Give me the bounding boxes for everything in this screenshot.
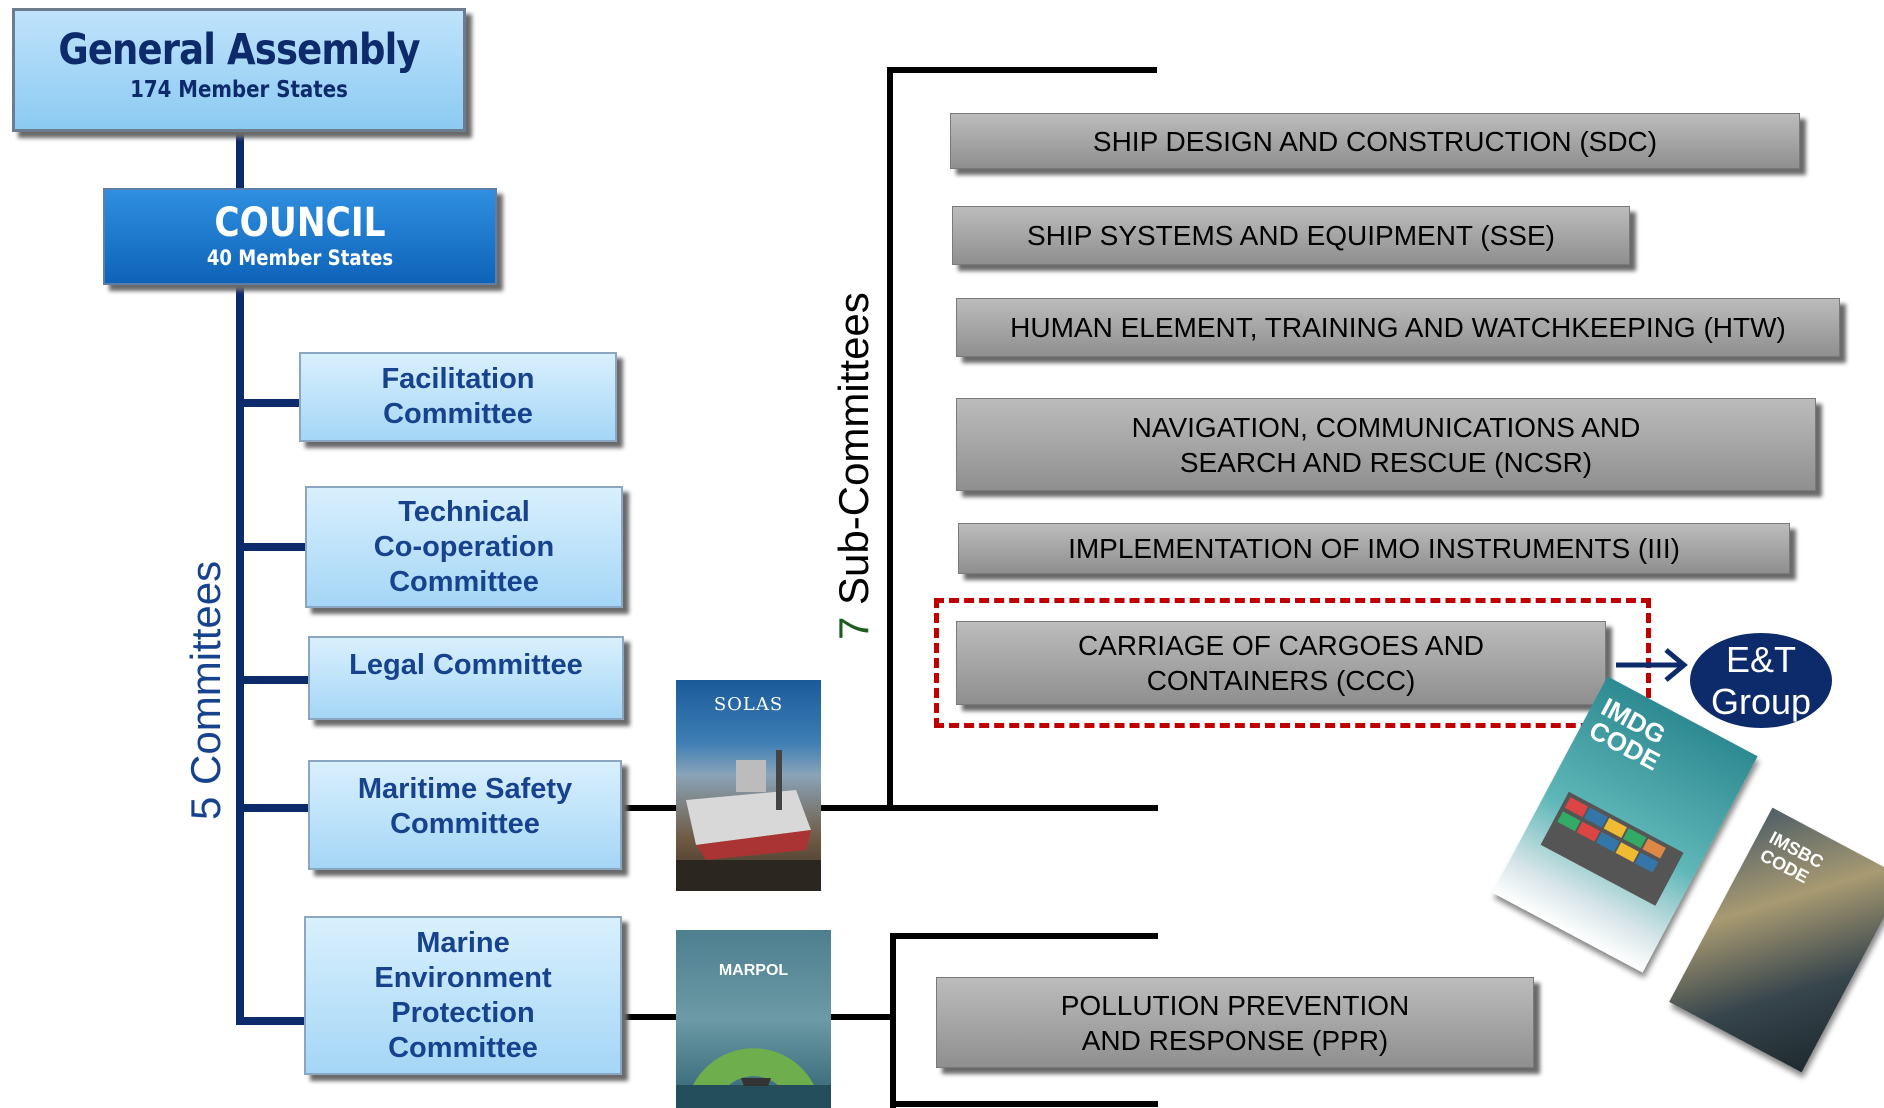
msc-to-solas-line <box>624 805 679 811</box>
marpol-arc-icon <box>676 1048 831 1108</box>
subcommittees-count: 7 <box>830 616 877 640</box>
marine-environment-protection-committee-box: Marine Environment Protection Committee <box>304 916 622 1075</box>
general-assembly-box: General Assembly 174 Member States <box>12 8 466 132</box>
ppr-bracket-vertical <box>890 933 896 1108</box>
ppr-bracket-top <box>890 933 1158 939</box>
ncsr-label-line-2: SEARCH AND RESCUE (NCSR) <box>1179 446 1593 478</box>
technical-cooperation-committee-box: Technical Co-operation Committee <box>305 486 623 608</box>
technical-committee-line-2: Co-operation <box>373 530 555 563</box>
committees-trunk-line <box>236 282 244 1025</box>
council-subtitle: 40 Member States <box>206 246 394 270</box>
maritime-safety-committee-box: Maritime Safety Committee <box>308 760 622 870</box>
ccc-to-et-arrow-icon <box>1616 648 1688 682</box>
committees-count: 5 <box>182 796 229 820</box>
facilitation-committee-line-1: Facilitation <box>381 363 535 395</box>
subcommittee-sse-box: SHIP SYSTEMS AND EQUIPMENT (SSE) <box>952 206 1630 265</box>
general-assembly-title: General Assembly <box>58 25 420 75</box>
imdg-book-cover: IMDG CODE <box>1492 676 1758 973</box>
container-ship-icon <box>1540 791 1684 906</box>
ship-icon <box>676 750 821 891</box>
branch-legal <box>236 676 308 684</box>
technical-committee-line-1: Technical <box>398 495 530 528</box>
ppr-bracket-bottom <box>890 1101 1158 1107</box>
technical-committee-line-3: Committee <box>389 565 539 598</box>
committees-label: Committees <box>182 560 229 785</box>
ccc-label-line-1: CARRIAGE OF CARGOES AND <box>1077 630 1485 661</box>
subcommittee-sdc-box: SHIP DESIGN AND CONSTRUCTION (SDC) <box>950 113 1800 169</box>
subcommittee-ncsr-box: NAVIGATION, COMMUNICATIONS AND SEARCH AN… <box>956 398 1816 491</box>
sdc-label: SHIP DESIGN AND CONSTRUCTION (SDC) <box>1092 125 1658 157</box>
mepc-line-3: Protection <box>391 996 535 1029</box>
branch-technical <box>236 543 306 551</box>
solas-to-subcommittees-line <box>820 805 1158 811</box>
ncsr-label-line-1: NAVIGATION, COMMUNICATIONS AND <box>1131 411 1641 443</box>
msc-line-1: Maritime Safety <box>357 773 573 805</box>
subcommittee-ccc-box: CARRIAGE OF CARGOES AND CONTAINERS (CCC) <box>956 621 1606 705</box>
subcommittees-label: Sub-Committees <box>830 292 877 605</box>
et-group-bubble: E&T Group <box>1690 633 1832 728</box>
subcommittee-iii-box: IMPLEMENTATION OF IMO INSTRUMENTS (III) <box>958 523 1790 574</box>
mepc-line-2: Environment <box>374 961 552 994</box>
imdg-cover-title: IMDG CODE <box>1584 691 1671 777</box>
council-title: COUNCIL <box>214 200 386 246</box>
branch-msc <box>236 804 308 812</box>
iii-label: IMPLEMENTATION OF IMO INSTRUMENTS (III) <box>1068 533 1680 564</box>
facilitation-committee-line-2: Committee <box>383 398 533 430</box>
committees-count-label: 5 Committees <box>182 561 230 820</box>
marpol-book-cover: MARPOL <box>676 930 831 1108</box>
marpol-cover-title: MARPOL <box>718 962 789 979</box>
et-group-line-2: Group <box>1710 680 1812 722</box>
mepc-to-marpol-line <box>624 1014 679 1020</box>
subcommittees-bracket-top <box>887 67 1157 73</box>
branch-facilitation <box>236 399 300 407</box>
ppr-label-line-2: AND RESPONSE (PPR) <box>1081 1024 1389 1056</box>
msc-line-2: Committee <box>390 808 540 840</box>
sse-label: SHIP SYSTEMS AND EQUIPMENT (SSE) <box>1027 220 1555 251</box>
marpol-to-ppr-line <box>830 1014 892 1020</box>
htw-label: HUMAN ELEMENT, TRAINING AND WATCHKEEPING… <box>1010 312 1786 343</box>
subcommittee-htw-box: HUMAN ELEMENT, TRAINING AND WATCHKEEPING… <box>956 298 1840 357</box>
facilitation-committee-box: Facilitation Committee <box>299 352 617 442</box>
subcommittee-ppr-box: POLLUTION PREVENTION AND RESPONSE (PPR) <box>936 977 1534 1068</box>
imsbc-cover-title: IMSBC CODE <box>1756 827 1827 888</box>
ppr-label-line-1: POLLUTION PREVENTION <box>1060 989 1410 1021</box>
ga-council-connector <box>236 128 244 190</box>
council-box: COUNCIL 40 Member States <box>103 188 497 285</box>
branch-mepc <box>236 1017 306 1025</box>
solas-book-cover: SOLAS <box>676 680 821 891</box>
legal-committee-line-1: Legal Committee <box>349 649 583 681</box>
ccc-label-line-2: CONTAINERS (CCC) <box>1146 665 1416 696</box>
general-assembly-subtitle: 174 Member States <box>130 77 348 103</box>
solas-cover-title: SOLAS <box>713 694 784 715</box>
mepc-line-4: Committee <box>388 1031 538 1064</box>
et-group-line-1: E&T <box>1725 638 1796 680</box>
legal-committee-box: Legal Committee <box>308 636 624 720</box>
subcommittees-bracket-vertical <box>887 67 893 811</box>
subcommittees-count-label: 7 Sub-Committees <box>830 292 878 640</box>
mepc-line-1: Marine <box>416 926 510 959</box>
